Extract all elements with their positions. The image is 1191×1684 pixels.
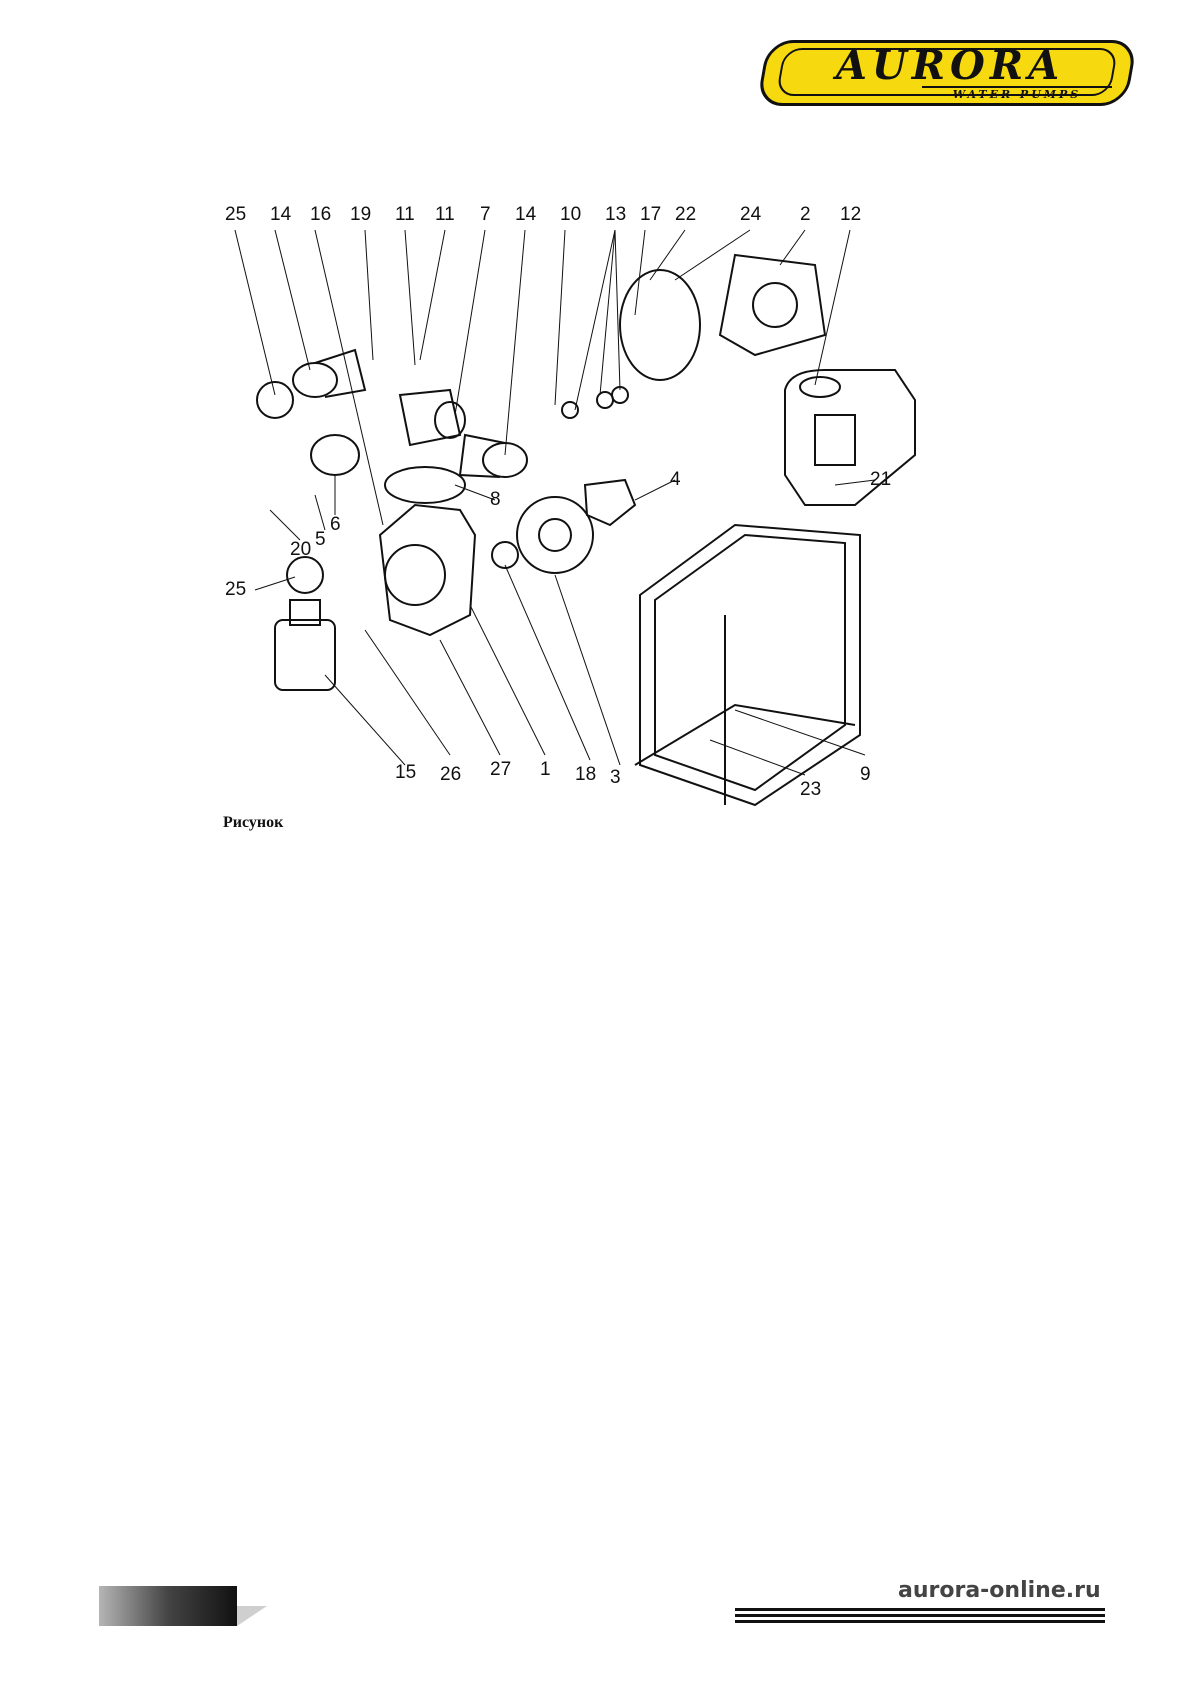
hose-clamp-upper: [256, 381, 294, 419]
strainer: [274, 599, 336, 691]
callout-label: 3: [610, 767, 621, 788]
pump-frame: [634, 523, 861, 807]
callout-label: 14: [515, 205, 537, 225]
callout-label: 20: [290, 539, 311, 560]
callout-label: 16: [310, 205, 331, 225]
suction-nozzle: [292, 348, 367, 398]
footer-stripe: [735, 1614, 1105, 1617]
callout-label: 5: [315, 529, 326, 550]
callout-label: 14: [270, 205, 292, 225]
brand-logo: AURORA WATER PUMPS: [756, 40, 1138, 106]
callout-label: 1: [540, 759, 551, 780]
seal-ring-a: [596, 391, 614, 409]
figure-caption: Рисунок: [223, 814, 284, 831]
volute: [516, 496, 594, 574]
callout-label: 26: [440, 764, 461, 785]
hose-clamp-lower: [286, 556, 324, 594]
callout-label: 7: [480, 205, 491, 225]
impeller: [583, 478, 637, 527]
casing-gasket: [384, 466, 466, 504]
callout-label: 22: [675, 205, 696, 225]
exploded-parts-diagram: 25 14 16 19 11 11 7 14 10 13 17 22 24 2 …: [225, 205, 916, 807]
callout-label: 12: [840, 205, 861, 225]
callout-label: 4: [670, 469, 681, 490]
mechanical-seal: [561, 401, 579, 419]
flange-gasket: [310, 434, 360, 476]
callout-label: 11: [395, 205, 415, 225]
callout-label: 6: [330, 514, 341, 535]
callout-label: 8: [490, 489, 501, 510]
footer-stripes: [735, 1608, 1105, 1626]
o-ring-18: [491, 541, 519, 569]
logo-brand-text: AURORA: [835, 42, 1065, 89]
callout-label: 17: [640, 205, 661, 225]
callout-label: 27: [490, 759, 511, 780]
callout-label: 15: [395, 762, 416, 783]
pump-casing: [378, 503, 477, 637]
footer-tab: [99, 1586, 237, 1626]
callout-label: 18: [575, 764, 596, 785]
footer-stripe: [735, 1608, 1105, 1611]
callout-label: 19: [350, 205, 371, 225]
callout-label: 25: [225, 579, 246, 600]
website-label: aurora-online.ru: [898, 1578, 1101, 1603]
callout-label: 13: [605, 205, 626, 225]
cover-plate: [718, 253, 827, 357]
callout-label: 9: [860, 764, 871, 785]
callout-label: 11: [435, 205, 455, 225]
footer-stripe: [735, 1620, 1105, 1623]
callout-label: 25: [225, 205, 246, 225]
footer-tab-arrow: [237, 1606, 267, 1626]
logo-tagline: WATER PUMPS: [922, 86, 1112, 100]
engine: [784, 369, 916, 506]
discharge-nozzle: [458, 433, 528, 478]
callout-label: 23: [800, 779, 821, 800]
cover-o-ring: [619, 269, 701, 381]
callout-label: 10: [560, 205, 581, 225]
tee-fitting: [398, 388, 466, 447]
callout-label: 24: [740, 205, 762, 225]
callout-label: 2: [800, 205, 811, 225]
callout-label: 21: [870, 469, 891, 490]
